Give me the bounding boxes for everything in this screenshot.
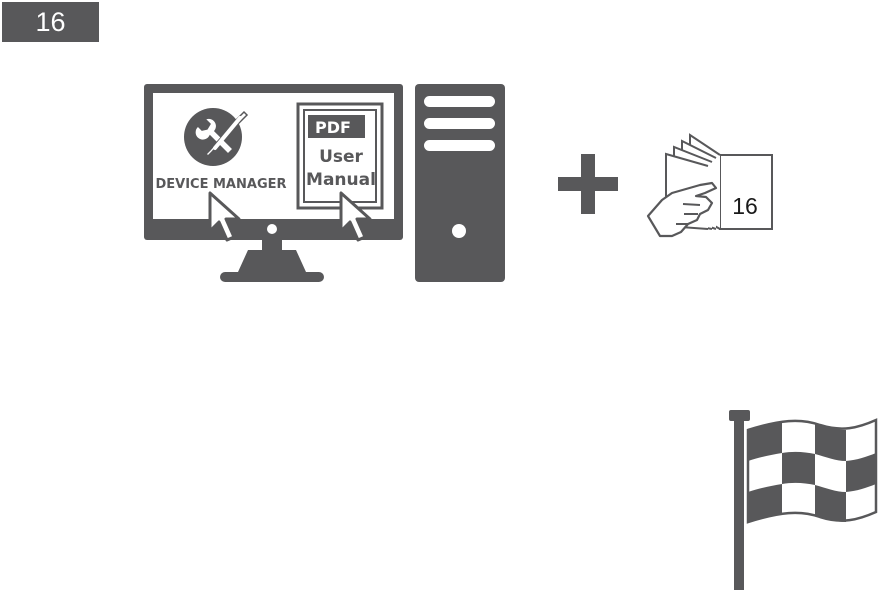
flag-pole bbox=[734, 416, 744, 590]
device-manager-label: DEVICE MANAGER bbox=[155, 177, 286, 192]
pdf-user-manual-document bbox=[296, 102, 384, 210]
tower-power-button bbox=[452, 224, 466, 238]
pdf-tag bbox=[308, 115, 365, 138]
monitor-power-dot bbox=[267, 224, 277, 234]
drive-bay-2 bbox=[424, 118, 495, 129]
cursor-icon-device-manager bbox=[208, 191, 241, 242]
pdf-tag-label: PDF bbox=[315, 118, 351, 137]
drive-bay-1 bbox=[424, 96, 495, 107]
checkered-flag-icon bbox=[729, 410, 878, 590]
plus-icon bbox=[558, 154, 618, 214]
flag-pole-cap bbox=[729, 410, 750, 421]
monitor-stand bbox=[220, 272, 324, 282]
manual-title-line1: User bbox=[319, 147, 363, 167]
hand-flipping-manual-icon bbox=[646, 133, 773, 238]
drive-bay-3 bbox=[424, 140, 495, 151]
manual-title-line2: Manual bbox=[306, 170, 376, 190]
manual-page-number: 16 bbox=[732, 193, 758, 219]
pc-tower bbox=[415, 84, 505, 282]
device-manager-icon bbox=[184, 108, 249, 166]
page-number-badge: 16 bbox=[2, 2, 99, 42]
cursor-icon-pdf bbox=[339, 191, 372, 242]
